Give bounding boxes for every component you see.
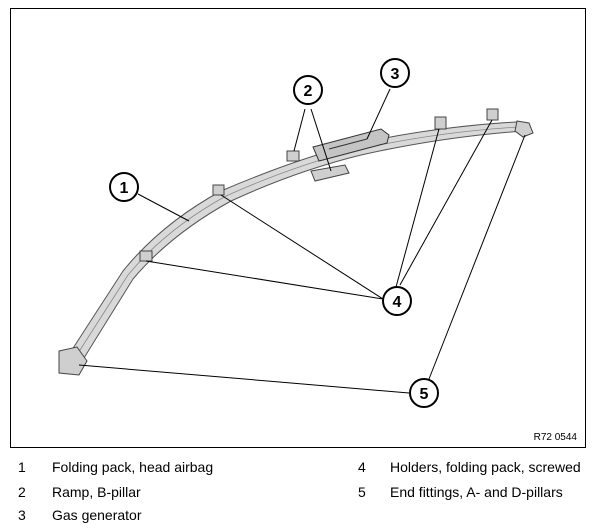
legend-text: Holders, folding pack, screwed [390,459,581,475]
callout-4: 4 [382,286,412,316]
legend-text: Folding pack, head airbag [52,459,214,475]
gas-generator-pipe [328,138,368,150]
leader-5a [78,364,410,394]
folding-pack-seam [72,126,520,362]
leader-4d [399,119,493,286]
leader-2b [310,108,332,172]
callout-3: 3 [380,58,410,88]
legend-number: 2 [18,484,26,500]
figure-reference-code: R72 0544 [533,432,577,443]
leader-5b [428,134,526,380]
legend-text: Ramp, B-pillar [52,484,141,500]
leader-4c [395,128,440,288]
callout-1: 1 [109,172,139,202]
leader-4a [145,260,384,300]
ramp-b-pillar-2 [310,164,350,182]
ramp-b-pillar-1 [286,150,300,162]
legend-number: 4 [358,459,366,475]
leader-1 [137,193,190,222]
leader-3 [366,88,391,140]
end-fitting-d-pillar [514,120,534,138]
leader-2a [293,108,306,152]
callout-5: 5 [409,378,439,408]
legend-text: Gas generator [52,507,142,523]
callout-2: 2 [293,75,323,105]
holder-2 [212,184,225,196]
callout-4-label: 4 [393,294,402,311]
legend-number: 3 [18,507,26,523]
legend-number: 5 [358,484,366,500]
legend-number: 1 [18,459,26,475]
callout-3-label: 3 [391,66,400,83]
callout-1-label: 1 [120,180,129,197]
leader-4b [220,194,384,300]
callout-2-label: 2 [304,83,313,100]
holder-3 [434,116,447,130]
airbag-diagram: 1 2 3 4 5 [58,58,534,408]
legend-text: End fittings, A- and D-pillars [390,484,563,500]
holder-4 [486,108,499,121]
gas-generator [312,128,390,162]
diagram-frame: 1 2 3 4 5 R72 0544 [10,8,586,448]
callout-5-label: 5 [420,386,429,403]
holder-1 [139,250,153,262]
end-fitting-a-pillar [58,346,88,376]
